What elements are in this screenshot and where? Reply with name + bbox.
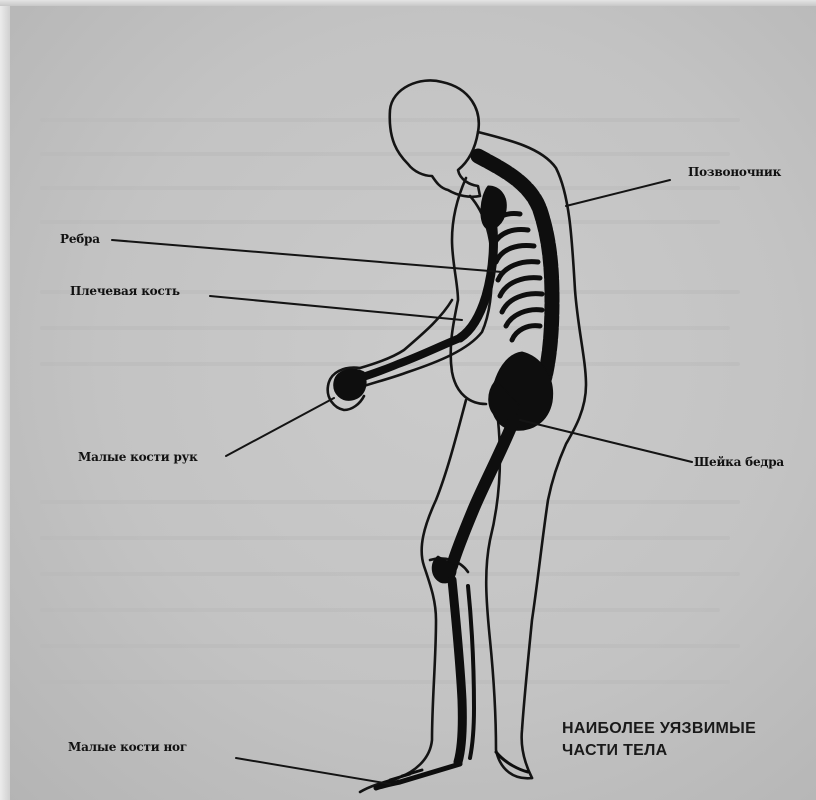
leader-line-femoral-neck: [520, 420, 692, 462]
arm-outline: [364, 196, 492, 386]
caption-line-1: НАИБОЛЕЕ УЯЗВИМЫЕ: [562, 718, 756, 740]
leader-line-hand-bones: [226, 398, 334, 456]
fibula-bone: [468, 586, 474, 758]
label-foot-bones: Малые кости ног: [68, 740, 187, 754]
leader-line-ribs: [112, 240, 502, 272]
label-femoral-neck: Шейка бедра: [694, 455, 784, 469]
label-spine: Позвоночник: [688, 165, 781, 179]
label-hand-bones: Малые кости рук: [78, 450, 198, 464]
leader-line-humerus: [210, 296, 462, 320]
caption-line-2: ЧАСТИ ТЕЛА: [562, 740, 756, 762]
tibia-bone: [452, 580, 462, 762]
femur-bone: [452, 420, 514, 566]
label-humerus: Плечевая кость: [70, 284, 180, 298]
figure-caption: НАИБОЛЕЕ УЯЗВИМЫЕ ЧАСТИ ТЕЛА: [562, 718, 756, 762]
humerus-bone: [460, 206, 493, 338]
label-ribs: Ребра: [60, 232, 100, 246]
leader-line-spine: [566, 180, 670, 206]
leader-line-foot-bones: [236, 758, 390, 784]
hand-bones: [334, 369, 366, 400]
